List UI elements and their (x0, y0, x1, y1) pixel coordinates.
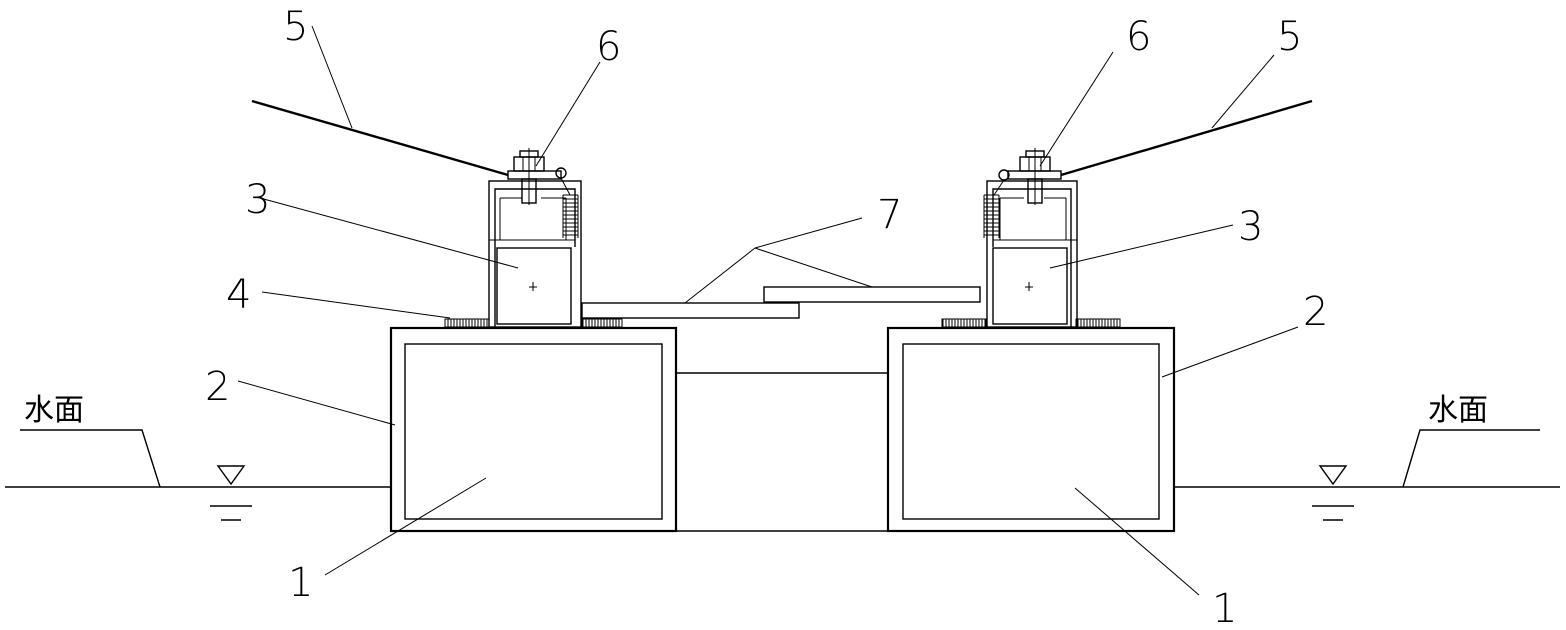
label-bolt-left: 6 (596, 24, 621, 70)
bolt-left (507, 148, 562, 205)
bolt-right (1007, 148, 1062, 205)
label-walkway: 7 (877, 192, 902, 238)
label-float-body-right: 1 (1212, 586, 1237, 630)
label-gasket: 4 (226, 272, 251, 318)
water-level-symbol-left (210, 465, 252, 521)
panel-left (251, 99, 509, 177)
label-float-box-right: 2 (1303, 289, 1328, 335)
support-bracket-right (983, 169, 1078, 328)
walkway-plates (581, 286, 981, 319)
label-float-box-left: 2 (205, 364, 230, 410)
float-connector (676, 372, 888, 532)
gasket-pads (444, 318, 1121, 328)
support-bracket-left (488, 167, 582, 328)
label-support-left: 3 (245, 177, 270, 223)
water-level-symbol-right (1312, 465, 1354, 521)
water-surface-label-left: 水面 (24, 393, 84, 428)
part-labels: 5 5 6 6 3 3 4 2 2 7 1 1 (205, 4, 1328, 630)
float-box-left (389, 326, 678, 533)
panel-right (1060, 99, 1313, 177)
water-surface-callout-right: 水面 (1402, 393, 1540, 488)
leader-lines (237, 25, 1299, 596)
label-bolt-right: 6 (1126, 14, 1151, 60)
label-panel-left: 5 (283, 4, 308, 50)
float-box-right (886, 326, 1176, 533)
label-float-body-left: 1 (288, 560, 313, 606)
label-support-right: 3 (1238, 204, 1263, 250)
label-panel-right: 5 (1277, 14, 1302, 60)
water-surface-callout-left: 水面 (20, 393, 161, 488)
water-surface-label-right: 水面 (1428, 393, 1488, 428)
